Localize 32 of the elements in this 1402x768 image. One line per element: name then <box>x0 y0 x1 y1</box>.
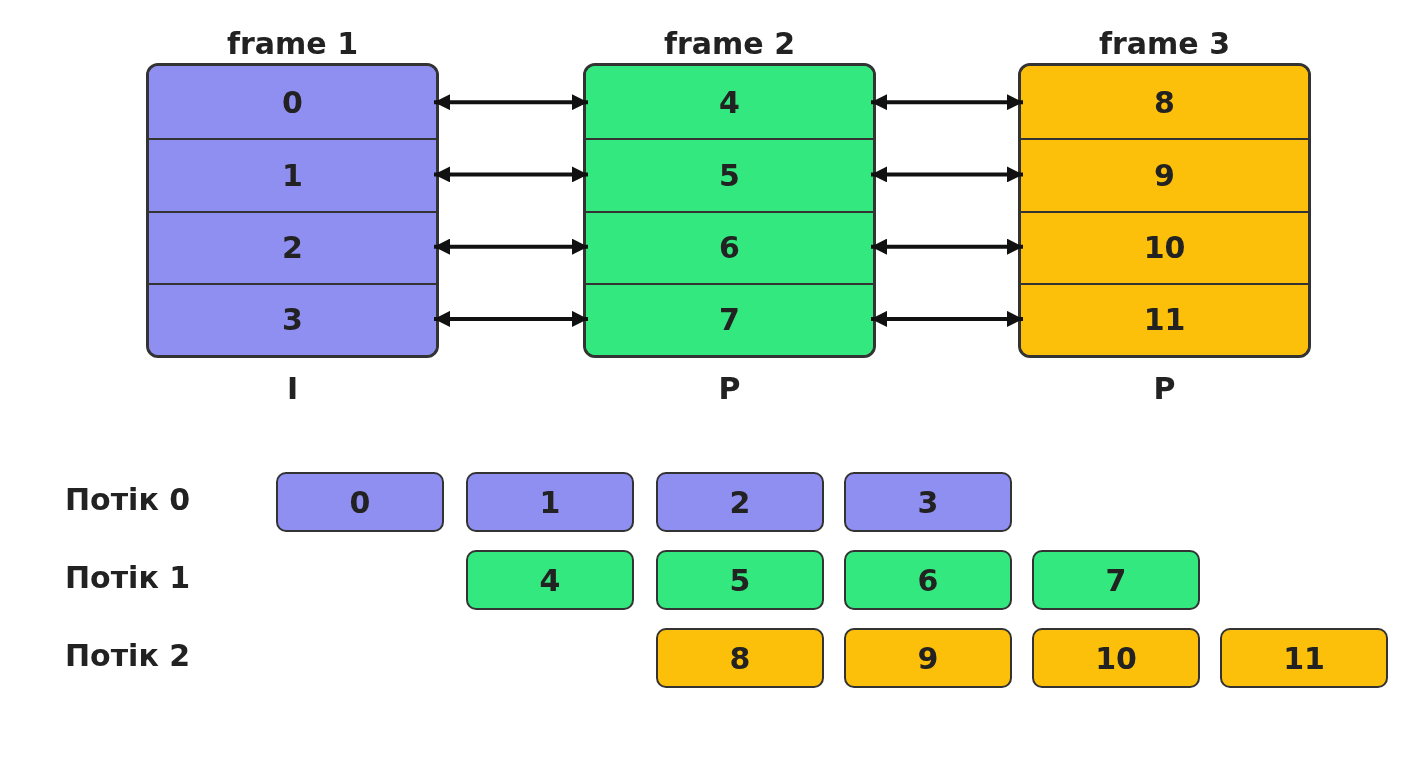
slice-block: 1 <box>466 472 634 532</box>
slice-block: 3 <box>844 472 1012 532</box>
slice-block: 8 <box>656 628 824 688</box>
double-arrow <box>871 238 1023 255</box>
frame-title: frame 2 <box>663 26 796 61</box>
frame-type-label: P <box>1152 371 1177 406</box>
double-arrow <box>434 166 588 183</box>
frame-type-label: I <box>285 371 300 406</box>
thread-label: Потік 2 <box>65 638 191 673</box>
frame-title: frame 1 <box>226 26 359 61</box>
slice-block: 5 <box>656 550 824 610</box>
slice-block: 0 <box>276 472 444 532</box>
double-arrow <box>434 94 588 111</box>
thread-label: Потік 0 <box>65 482 191 517</box>
slice-row: 7 <box>586 282 873 355</box>
slice-row: 11 <box>1021 282 1308 355</box>
slice-block: 6 <box>844 550 1012 610</box>
slice-block: 2 <box>656 472 824 532</box>
slice-row: 3 <box>149 282 436 355</box>
double-arrow <box>871 94 1023 111</box>
slice-block: 4 <box>466 550 634 610</box>
frame-type-label: P <box>717 371 742 406</box>
slice-block: 9 <box>844 628 1012 688</box>
frame-title: frame 3 <box>1098 26 1231 61</box>
slice-block: 7 <box>1032 550 1200 610</box>
double-arrow <box>434 238 588 255</box>
double-arrow <box>871 310 1023 327</box>
slice-block: 11 <box>1220 628 1388 688</box>
double-arrow <box>434 310 588 327</box>
thread-label: Потік 1 <box>65 560 191 595</box>
slice-block: 10 <box>1032 628 1200 688</box>
double-arrow <box>871 166 1023 183</box>
